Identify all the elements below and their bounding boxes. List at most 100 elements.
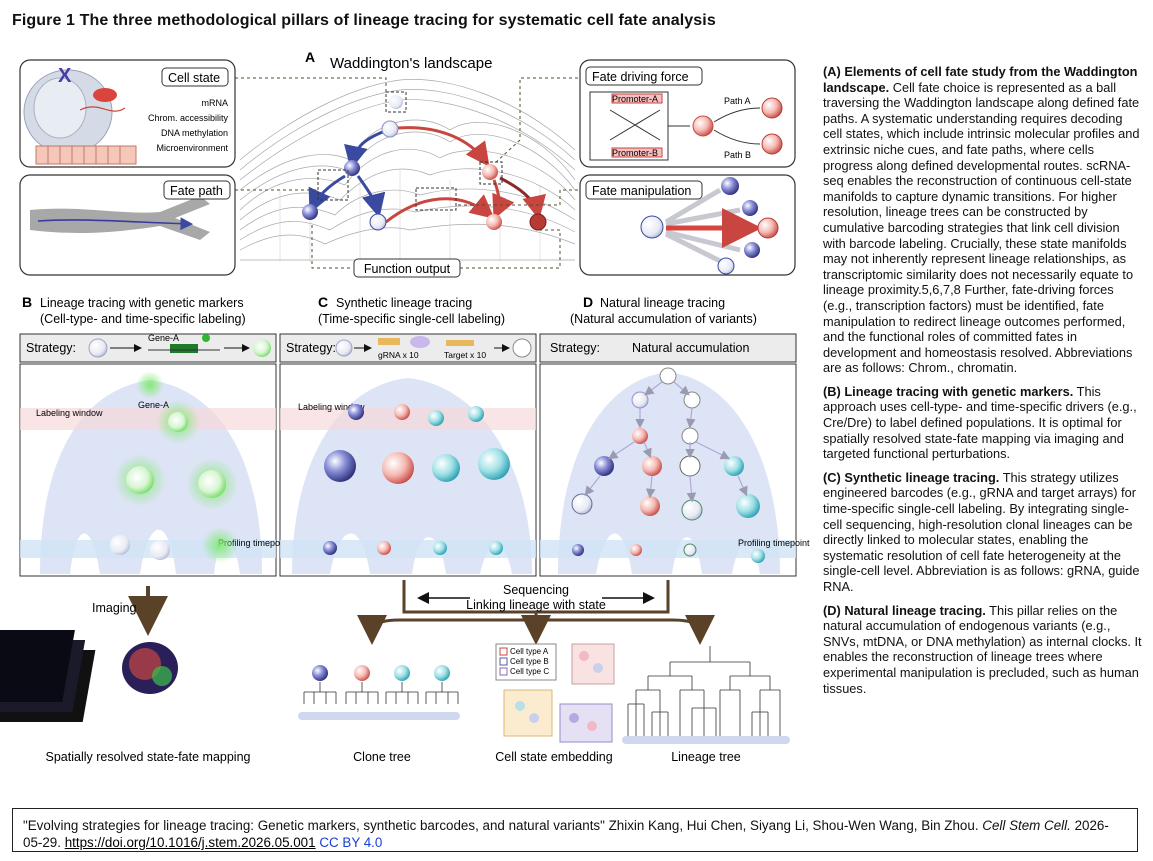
glow-terminal xyxy=(202,527,238,563)
fate-manipulation-box xyxy=(579,174,796,276)
fate-path-label: Fate path xyxy=(170,184,223,198)
panel-b-strategy-label: Strategy: xyxy=(26,341,76,355)
alt-cell-4-icon xyxy=(717,257,735,275)
panel-c-labeling-window-text: Labeling window xyxy=(298,402,365,412)
embedding-cluster-b xyxy=(503,689,553,737)
fate-path-branch-icon xyxy=(30,196,210,240)
alt-cell-3-icon xyxy=(744,242,760,258)
cell-ball-start xyxy=(389,95,403,109)
fate-driving-force-label: Fate driving force xyxy=(592,70,689,84)
sequencing-section: Sequencing Linking lineage with state Cl… xyxy=(298,580,790,764)
clone-blue-icon xyxy=(324,450,356,482)
function-output-label: Function output xyxy=(364,262,451,276)
legend-c: (C) Synthetic lineage tracing. This stra… xyxy=(823,470,1143,595)
labeled-cell-icon xyxy=(253,339,271,357)
barcode-cell-teal-light-icon xyxy=(428,410,444,426)
cell-state-label: Cell state xyxy=(168,71,220,85)
cell-type-b-label: Cell type B xyxy=(510,657,549,666)
panel-b-caption: Spatially resolved state-fate mapping xyxy=(46,750,251,764)
panel-b-subtitle: (Cell-type- and time-specific labeling) xyxy=(40,312,246,326)
panel-c-target-label: Target x 10 xyxy=(444,350,486,360)
legend-a-head: (A) Elements of cell fate study from the… xyxy=(823,64,1138,95)
gene-a-construct-icon xyxy=(170,344,198,353)
panel-d-strategy-label: Strategy: xyxy=(550,341,600,355)
clone-tree-caption: Clone tree xyxy=(353,750,411,764)
unlabeled-cell-icon xyxy=(88,338,108,358)
manipulation-focus-box xyxy=(415,187,457,211)
tissue-cells-icon xyxy=(35,145,137,165)
panel-b-profiling-text: Profiling timepoint xyxy=(218,538,290,548)
panel-c-strategy-bar xyxy=(279,333,537,363)
clone-teal-icon xyxy=(478,448,510,480)
right-clone-icon xyxy=(198,470,226,498)
citation-box: "Evolving strategies for lineage tracing… xyxy=(12,808,1138,852)
figure-diagram: A Waddington's landscape xyxy=(0,49,810,764)
panel-b: Strategy: Gene-A Labeling window Profili… xyxy=(0,333,290,764)
fate-choice-cell-icon xyxy=(692,115,714,137)
cell-ball-red-left xyxy=(486,214,502,230)
panel-d-profiling-band xyxy=(540,540,796,558)
fate-path-blue-3 xyxy=(356,175,386,218)
fate-path-focus-box xyxy=(317,169,349,201)
clone-tree-root-teal-light-icon xyxy=(394,665,410,681)
clone-tree-root-blue-icon xyxy=(312,665,328,681)
barcode-cell-teal-icon xyxy=(468,406,484,422)
panel-a-letter: A xyxy=(305,49,315,65)
labeled-cluster-icon xyxy=(168,412,188,432)
barcoded-cell-icon xyxy=(512,338,532,358)
cell-type-c-label: Cell type C xyxy=(510,667,549,676)
terminal-d-1-icon xyxy=(572,544,584,556)
panel-d-lineage-arrows xyxy=(584,381,748,503)
path-a-cell-icon xyxy=(761,97,783,119)
panel-b-letter: B xyxy=(22,294,32,310)
panel-headers: B Lineage tracing with genetic markers (… xyxy=(22,294,757,326)
panel-c-letter: C xyxy=(318,294,328,310)
legend-d-head: (D) Natural lineage tracing. xyxy=(823,602,986,618)
cell-state-item-chromatin: Chrom. accessibility xyxy=(148,113,229,123)
mutual-repression-icon xyxy=(609,109,661,141)
promoter-b-label: Promoter-B xyxy=(612,148,658,158)
panel-b-labeling-window-text: Labeling window xyxy=(36,408,103,418)
clone-trees xyxy=(303,682,459,704)
fate-manipulation-label-box xyxy=(585,180,703,200)
left-clone-icon xyxy=(126,466,154,494)
citation-license-link[interactable]: CC BY 4.0 xyxy=(319,835,383,850)
fate-path-red-3 xyxy=(492,179,515,220)
panel-d-title: Natural lineage tracing xyxy=(600,296,725,310)
panel-d-strategy-text: Natural accumulation xyxy=(632,341,749,355)
alt-cell-1-icon xyxy=(721,177,739,195)
citation-date: 2026-05-29. xyxy=(23,818,1109,850)
terminal-d-4-icon xyxy=(751,549,765,563)
clone-tree-root-red-icon xyxy=(354,665,370,681)
lineage-tree xyxy=(627,646,781,736)
citation-doi-link[interactable]: https://doi.org/10.1016/j.stem.2026.05.0… xyxy=(64,835,316,850)
promoter-a-label: Promoter-A xyxy=(612,94,658,104)
panel-c-subtitle: (Time-specific single-cell labeling) xyxy=(318,312,505,326)
legend-c-head: (C) Synthetic lineage tracing. xyxy=(823,469,1000,485)
legend-a-body: Cell fate choice is represented as a bal… xyxy=(823,79,1140,376)
gen4-2-icon xyxy=(640,496,660,516)
panel-d: Strategy: Natural accumulation Profiling… xyxy=(539,333,810,577)
cell-type-c-swatch xyxy=(499,667,508,676)
imaging-stack-icon xyxy=(0,630,178,722)
panel-c: Strategy: gRNA x 10 Target x 10 Labeling… xyxy=(279,333,537,577)
panel-b-imaging-label: Imaging xyxy=(92,601,137,615)
panel-b-title: Lineage tracing with genetic markers xyxy=(40,296,244,310)
panel-b-gene-inset-label: Gene-A xyxy=(138,400,169,410)
panel-d-letter: D xyxy=(583,294,593,310)
panel-d-landscape xyxy=(558,372,780,574)
fate-path-blue-2 xyxy=(308,174,346,214)
path-a-line xyxy=(713,107,761,123)
gen3-blue-icon xyxy=(594,456,614,476)
cell-ball-top xyxy=(381,120,399,138)
fate-path-red-2 xyxy=(385,194,495,224)
legend-b-body: This approach uses cell-type- and time-s… xyxy=(823,383,1137,462)
citation-title: "Evolving strategies for lineage tracing… xyxy=(23,818,605,833)
synthetic-start-cell-icon xyxy=(335,339,353,357)
figure-legend: (A) Elements of cell fate study from the… xyxy=(823,64,1143,704)
terminal-red-icon xyxy=(377,541,391,555)
barcode-cell-blue-icon xyxy=(348,404,364,420)
lineage-tree-caption: Lineage tree xyxy=(671,750,741,764)
terminal-cell-1-icon xyxy=(110,535,130,555)
gen1-left-icon xyxy=(631,391,649,409)
